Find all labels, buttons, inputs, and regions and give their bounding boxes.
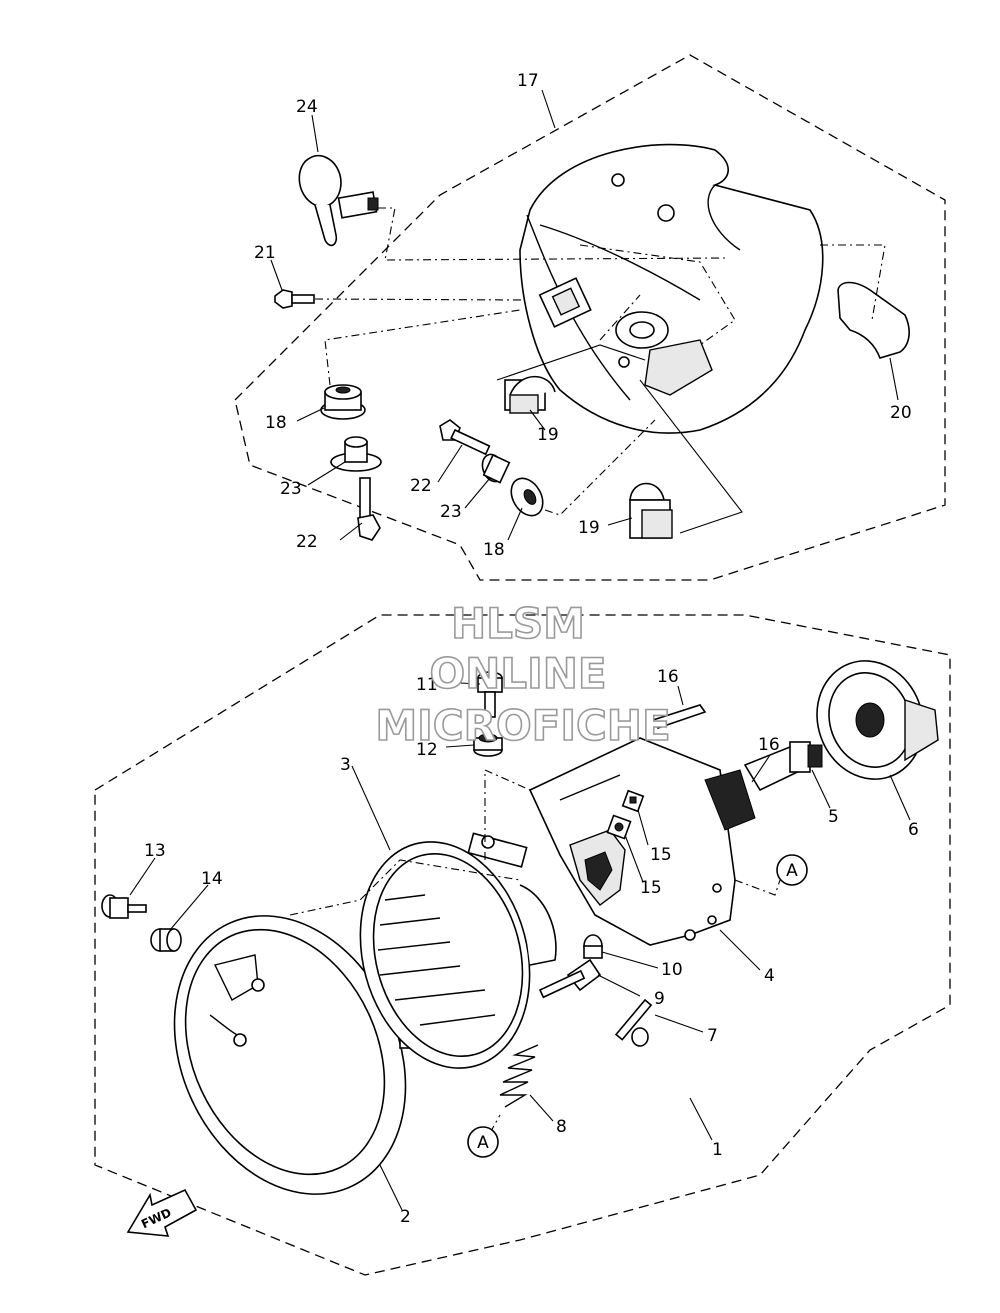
bolt-21 [274,289,315,309]
lead-19-lower [639,379,743,534]
headlight-housing [519,143,824,434]
label-1: 1 [712,1140,723,1160]
part-number-labels: 17 24 21 18 23 22 22 23 18 19 19 20 11 1… [144,71,919,1227]
label-16-upper: 16 [657,667,679,687]
screw-7 [614,998,653,1047]
lead-18-left [324,309,521,386]
label-8: 8 [556,1117,567,1137]
clip-19-upper [504,375,556,414]
label-5: 5 [828,807,839,827]
label-22-right: 22 [410,476,432,496]
housing-assembly-group [234,54,946,581]
label-23-left: 23 [280,479,302,499]
label-18-left: 18 [265,413,287,433]
forward-arrow: FWD [126,1188,198,1237]
clip-19-lower [629,482,673,539]
bolt-22-right [439,419,491,456]
spring-8 [499,1044,539,1108]
screw-11 [477,671,503,718]
label-24: 24 [296,97,318,117]
lead-20 [820,244,886,321]
callout-a-upper: A [776,854,808,886]
socket-cover-6 [816,660,939,780]
label-6: 6 [908,820,919,840]
nut-15-lower [606,814,632,840]
label-12: 12 [416,740,438,760]
label-3: 3 [340,755,351,775]
label-15-upper: 15 [650,845,672,865]
adjuster-10 [583,934,603,959]
watermark-line-3: MICROFICHE [375,701,670,750]
label-16-lower: 16 [758,735,780,755]
label-19-lower: 19 [578,518,600,538]
headlight-bracket-4 [528,737,736,946]
bulb-5 [743,741,823,792]
nut-15-upper [621,789,645,813]
label-19-upper: 19 [537,425,559,445]
lead-21 [314,298,526,301]
watermark-line-1: HLSM [451,599,585,648]
headlight-unit-border [94,614,951,1276]
callout-a-upper-label: A [786,861,798,881]
label-13: 13 [144,841,166,861]
screw-13 [101,894,147,919]
watermark-line-2: ONLINE [429,649,606,698]
label-11: 11 [416,675,438,695]
label-17: 17 [517,71,539,91]
lead-11-12 [484,769,531,860]
label-9: 9 [654,989,665,1009]
collar-23-right [481,453,511,484]
collar-14 [150,928,182,952]
bolt-22-left [357,477,381,541]
label-2: 2 [400,1207,411,1227]
holder-9 [538,958,602,999]
label-22-left: 22 [296,532,318,552]
lens-pattern [377,894,496,1026]
lead-18-right [544,419,656,516]
cover-20 [837,281,910,359]
lead-a-upper [734,879,781,896]
grommet-12 [473,733,503,757]
cable-band-24 [298,154,379,247]
headlight-lens-3 [359,832,557,1069]
lead-19-upper [496,344,646,381]
label-14: 14 [201,869,223,889]
callout-a-lower-label: A [477,1133,489,1153]
watermark: HLSM ONLINE MICROFICHE [375,598,672,751]
headlight-unit-group [94,614,951,1276]
label-4: 4 [764,966,775,986]
label-21: 21 [254,243,276,263]
label-20: 20 [890,403,912,423]
lead-24 [378,207,726,261]
label-18-right: 18 [483,540,505,560]
label-10: 10 [661,960,683,980]
grommet-18-left [320,384,366,420]
label-leaders [129,89,911,1211]
label-23-right: 23 [440,502,462,522]
collar-23-left [330,436,382,472]
seal-16-upper [651,704,707,729]
callout-a-lower: A [467,1126,499,1158]
headlight-rim-2 [173,915,413,1195]
seal-16-lower [704,769,756,831]
grommet-18-right [510,477,544,517]
label-15-lower: 15 [640,878,662,898]
label-7: 7 [707,1026,718,1046]
housing-group-border [234,54,946,581]
